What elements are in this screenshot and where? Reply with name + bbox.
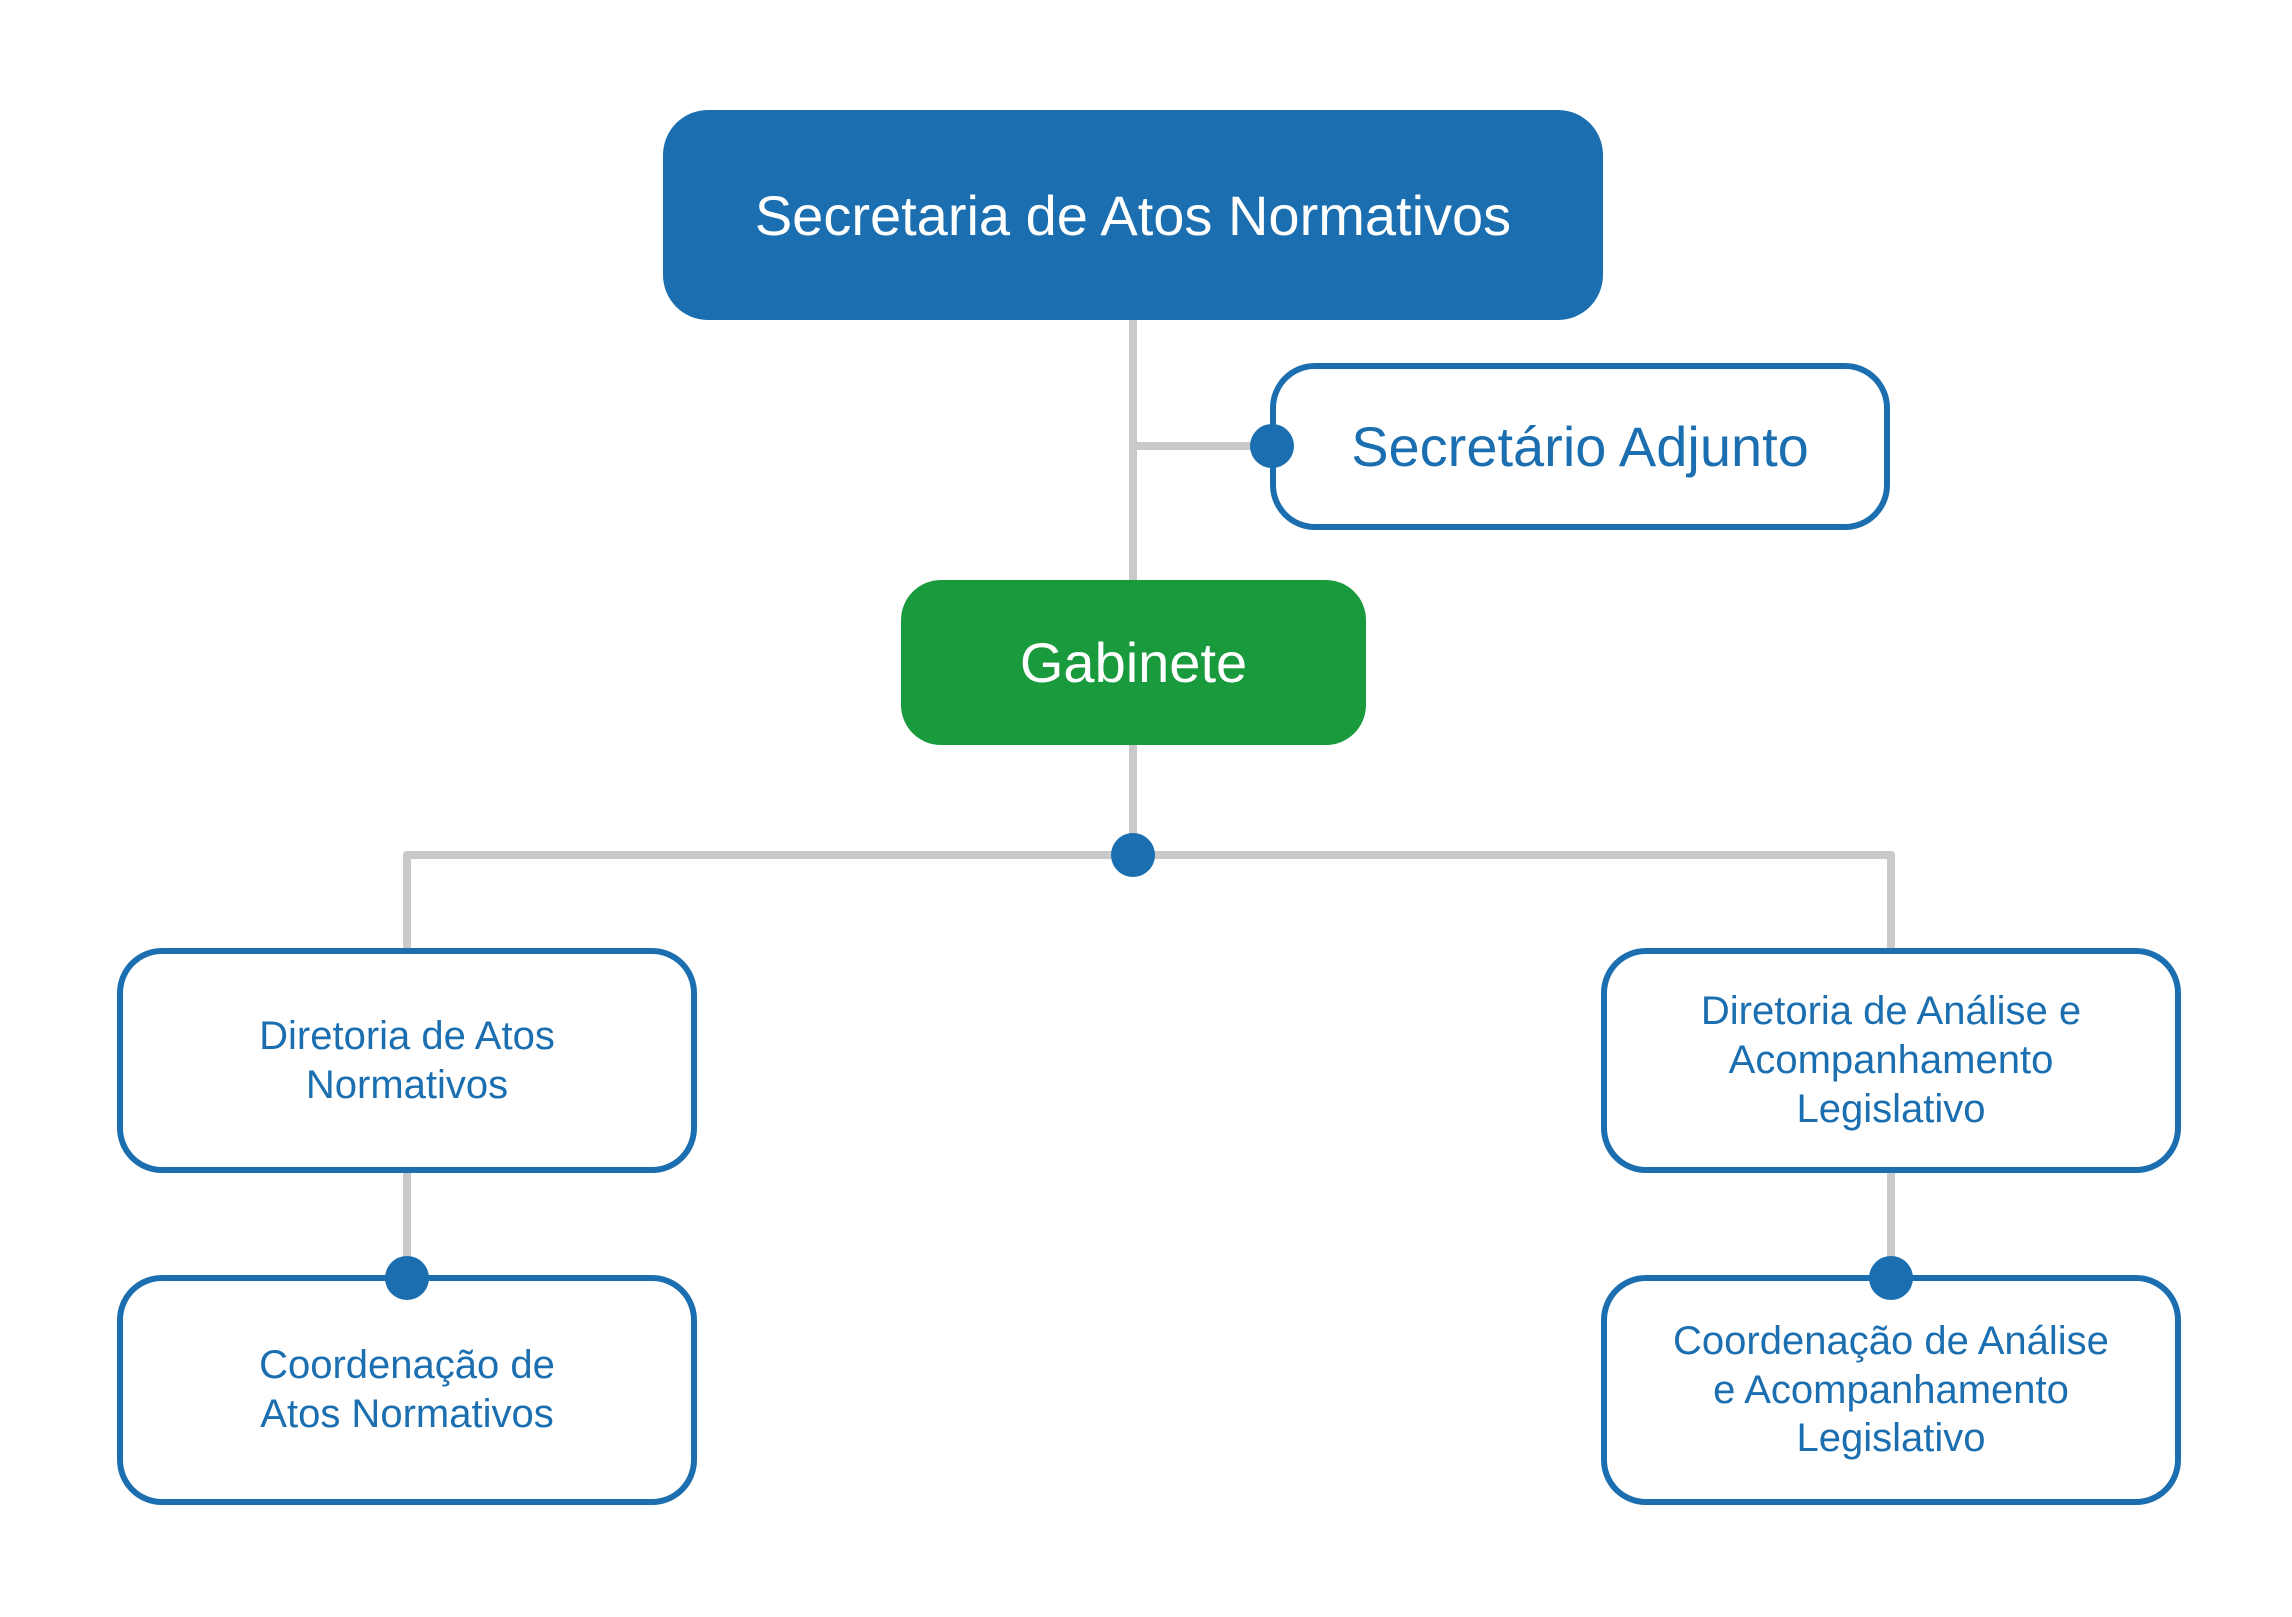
connector-branch-secretario-adjunto [1133, 442, 1274, 450]
node-secretaria-label: Secretaria de Atos Normativos [754, 183, 1512, 247]
node-gabinete: Gabinete [901, 580, 1366, 745]
node-secretario-adjunto: Secretário Adjunto [1270, 363, 1890, 530]
junction-dot-coordenacao-analise [1869, 1256, 1913, 1300]
node-secretaria-de-atos-normativos: Secretaria de Atos Normativos [663, 110, 1603, 320]
connector-diretoria-atos-to-coordenacao [403, 1172, 411, 1282]
node-coordenacao-de-analise-e-acompanhamento-legislativo: Coordenação de Análise e Acompanhamento … [1601, 1275, 2181, 1505]
junction-dot-secretario-adjunto [1250, 424, 1294, 468]
node-gabinete-label: Gabinete [1019, 631, 1248, 694]
connector-diretoria-analise-to-coordenacao [1887, 1172, 1895, 1282]
connector-drop-left [403, 851, 411, 951]
node-diretoria-atos-label: Diretoria de Atos Normativos [259, 1013, 555, 1107]
node-diretoria-de-analise-e-acompanhamento-legislativo: Diretoria de Análise e Acompanhamento Le… [1601, 948, 2181, 1173]
node-coordenacao-analise-label: Coordenação de Análise e Acompanhamento … [1673, 1318, 2109, 1461]
node-coordenacao-de-atos-normativos: Coordenação de Atos Normativos [117, 1275, 697, 1505]
junction-dot-rail [1111, 833, 1155, 877]
node-coordenacao-atos-label: Coordenação de Atos Normativos [259, 1343, 555, 1436]
node-secretario-adjunto-label: Secretário Adjunto [1351, 415, 1809, 478]
connector-drop-right [1887, 851, 1895, 951]
node-diretoria-analise-label: Diretoria de Análise e Acompanhamento Le… [1700, 989, 2082, 1131]
junction-dot-coordenacao-atos [385, 1256, 429, 1300]
node-diretoria-de-atos-normativos: Diretoria de Atos Normativos [117, 948, 697, 1173]
